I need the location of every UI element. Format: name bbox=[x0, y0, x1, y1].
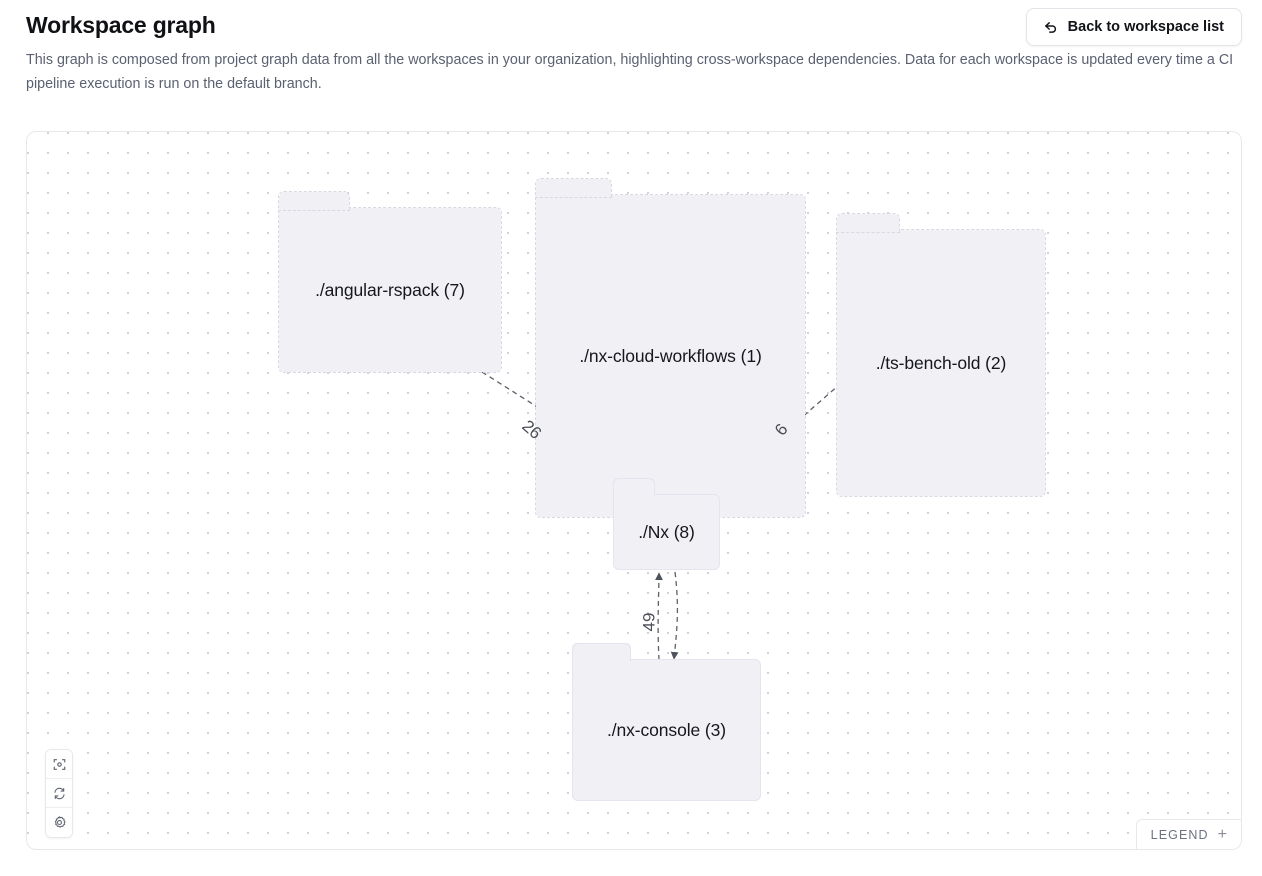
legend-label: LEGEND bbox=[1150, 827, 1209, 842]
folder-tab-icon bbox=[836, 213, 900, 233]
folder-tab-icon bbox=[278, 191, 350, 211]
graph-node-label: ./nx-console (3) bbox=[606, 719, 726, 740]
gear-icon bbox=[52, 815, 67, 830]
graph-node-label: ./angular-rspack (7) bbox=[315, 279, 465, 300]
graph-node-nx-console[interactable]: ./nx-console (3) bbox=[573, 644, 760, 800]
page-header: Workspace graph Back to workspace list bbox=[26, 8, 1242, 48]
graph-node-label: ./nx-cloud-workflows (1) bbox=[579, 345, 762, 366]
graph-node-label: ./Nx (8) bbox=[638, 521, 695, 542]
refresh-icon bbox=[52, 786, 67, 801]
refresh-graph-button[interactable] bbox=[46, 779, 72, 808]
graph-node-nx-cloud-workflows[interactable]: ./nx-cloud-workflows (1) bbox=[535, 178, 806, 518]
graph-node-angular-rspack[interactable]: ./angular-rspack (7) bbox=[278, 191, 502, 373]
focus-target-icon bbox=[52, 757, 67, 772]
page-title: Workspace graph bbox=[26, 12, 216, 38]
back-to-workspace-list-button[interactable]: Back to workspace list bbox=[1025, 8, 1242, 46]
folder-tab-icon bbox=[535, 178, 612, 198]
arrow-uturn-left-icon bbox=[1042, 19, 1059, 36]
workspace-graph-canvas[interactable]: ./angular-rspack (7) ./nx-cloud-workflow… bbox=[26, 131, 1242, 850]
plus-icon: + bbox=[1217, 825, 1227, 843]
edge-label-nx-console-nx: 49 bbox=[639, 612, 659, 632]
focus-graph-button[interactable] bbox=[46, 750, 72, 779]
graph-toolbar[interactable] bbox=[45, 749, 73, 838]
folder-tab-icon bbox=[573, 644, 630, 662]
graph-node-nx[interactable]: ./Nx (8) bbox=[614, 479, 719, 569]
graph-node-ts-bench-old[interactable]: ./ts-bench-old (2) bbox=[836, 213, 1046, 497]
graph-node-label: ./ts-bench-old (2) bbox=[875, 352, 1007, 373]
graph-settings-button[interactable] bbox=[46, 808, 72, 837]
folder-tab-icon bbox=[614, 479, 654, 497]
legend-toggle[interactable]: LEGEND + bbox=[1135, 819, 1241, 849]
edge-nx-to-nx-console bbox=[670, 571, 679, 660]
page-description: This graph is composed from project grap… bbox=[26, 52, 1234, 92]
back-button-label: Back to workspace list bbox=[1067, 19, 1224, 35]
edge-nx-console-to-nx bbox=[655, 572, 663, 661]
